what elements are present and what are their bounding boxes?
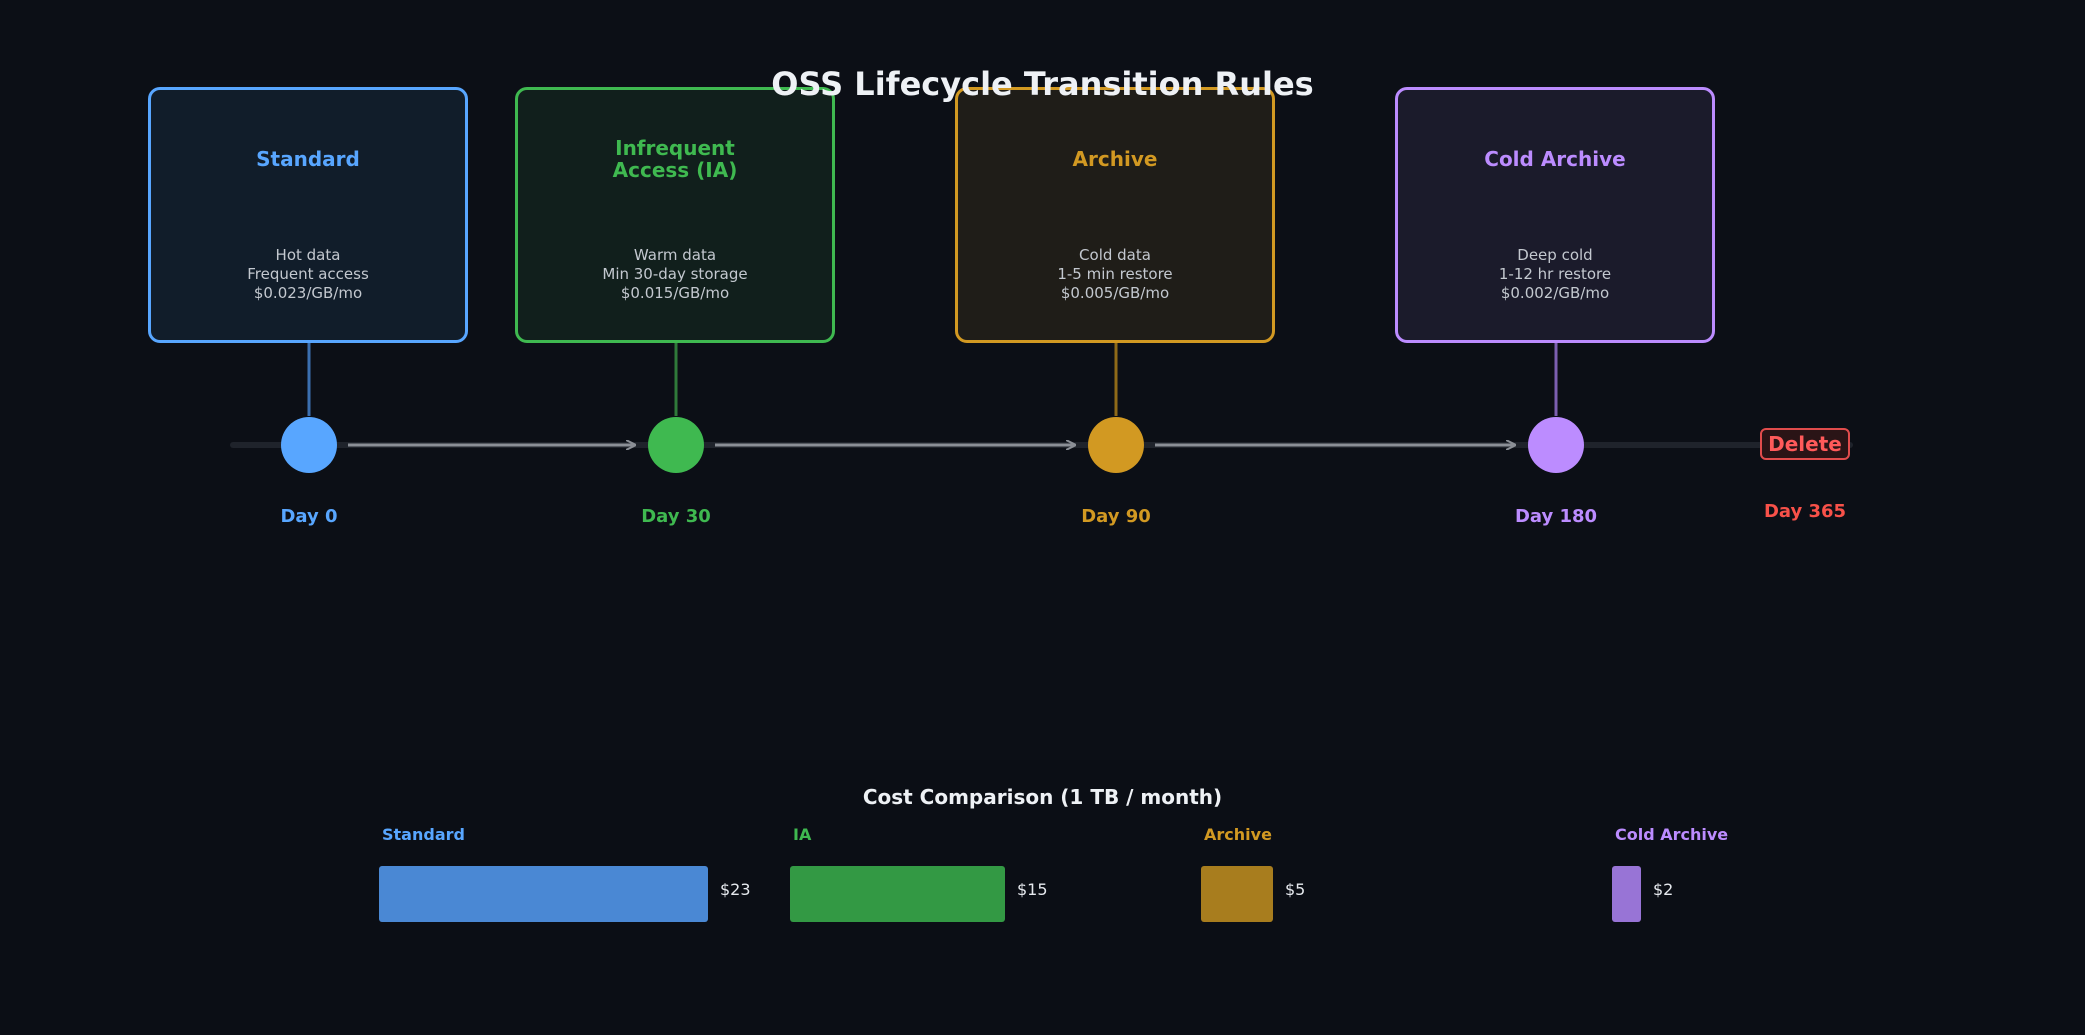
stage-desc-line: 1-12 hr restore — [1498, 265, 1612, 283]
cost-comparison-title: Cost Comparison (1 TB / month) — [862, 785, 1223, 809]
stage-desc-line: $0.005/GB/mo — [1060, 284, 1170, 302]
stage-card-standard: Standard Hot data Frequent access $0.023… — [148, 87, 468, 343]
stage-desc-line: Min 30-day storage — [602, 265, 748, 283]
cost-bar-cold-archive — [1612, 866, 1641, 922]
cost-value-archive: $5 — [1285, 880, 1306, 899]
cost-label-archive: Archive — [1204, 825, 1272, 844]
stage-card-ia: Infrequent Access (IA) Warm data Min 30-… — [515, 87, 835, 343]
stage-name: Archive — [1072, 147, 1158, 171]
timeline — [230, 330, 1853, 473]
stage-description: Warm data Min 30-day storage $0.015/GB/m… — [518, 246, 832, 303]
cost-value-cold-archive: $2 — [1653, 880, 1674, 899]
stage-name-line: Access (IA) — [612, 158, 738, 182]
page-title: OSS Lifecycle Transition Rules — [771, 65, 1314, 103]
stage-node-standard — [281, 417, 337, 473]
stage-node-cold-archive — [1528, 417, 1584, 473]
stage-description: Deep cold 1-12 hr restore $0.002/GB/mo — [1398, 246, 1712, 303]
stage-name: Infrequent Access (IA) — [518, 137, 832, 181]
cost-comparison-panel — [0, 760, 2085, 1035]
stage-desc-line: $0.002/GB/mo — [1500, 284, 1610, 302]
cost-label-standard: Standard — [382, 825, 465, 844]
stage-desc-line: $0.015/GB/mo — [620, 284, 730, 302]
day-label-delete: Day 365 — [1763, 501, 1847, 522]
stage-desc-line: Deep cold — [1517, 246, 1593, 264]
cost-label-ia: IA — [793, 825, 812, 844]
stage-desc-line: $0.023/GB/mo — [253, 284, 363, 302]
cost-label-cold-archive: Cold Archive — [1615, 825, 1729, 844]
stage-desc-line: Cold data — [1079, 246, 1151, 264]
stage-name-line: Infrequent — [615, 136, 735, 160]
cost-value-ia: $15 — [1017, 880, 1048, 899]
stage-node-ia — [648, 417, 704, 473]
day-label-archive: Day 90 — [1081, 506, 1151, 527]
cost-bar-standard — [379, 866, 708, 922]
stage-description: Hot data Frequent access $0.023/GB/mo — [151, 246, 465, 303]
stage-node-archive — [1088, 417, 1144, 473]
day-label-ia: Day 30 — [641, 506, 711, 527]
day-label-standard: Day 0 — [280, 506, 338, 527]
day-label-cold-archive: Day 180 — [1514, 506, 1598, 527]
stage-card-cold-archive: Cold Archive Deep cold 1-12 hr restore $… — [1395, 87, 1715, 343]
stage-desc-line: Hot data — [275, 246, 341, 264]
stage-desc-line: Warm data — [633, 246, 717, 264]
stage-name: Cold Archive — [1484, 147, 1626, 171]
stage-desc-line: 1-5 min restore — [1057, 265, 1173, 283]
stage-desc-line: Frequent access — [247, 265, 369, 283]
cost-bar-ia — [790, 866, 1005, 922]
stage-description: Cold data 1-5 min restore $0.005/GB/mo — [958, 246, 1272, 303]
delete-badge: Delete — [1760, 428, 1850, 460]
stage-card-archive: Archive Cold data 1-5 min restore $0.005… — [955, 87, 1275, 343]
stage-name: Standard — [256, 147, 360, 171]
cost-bar-archive — [1201, 866, 1273, 922]
cost-value-standard: $23 — [720, 880, 751, 899]
